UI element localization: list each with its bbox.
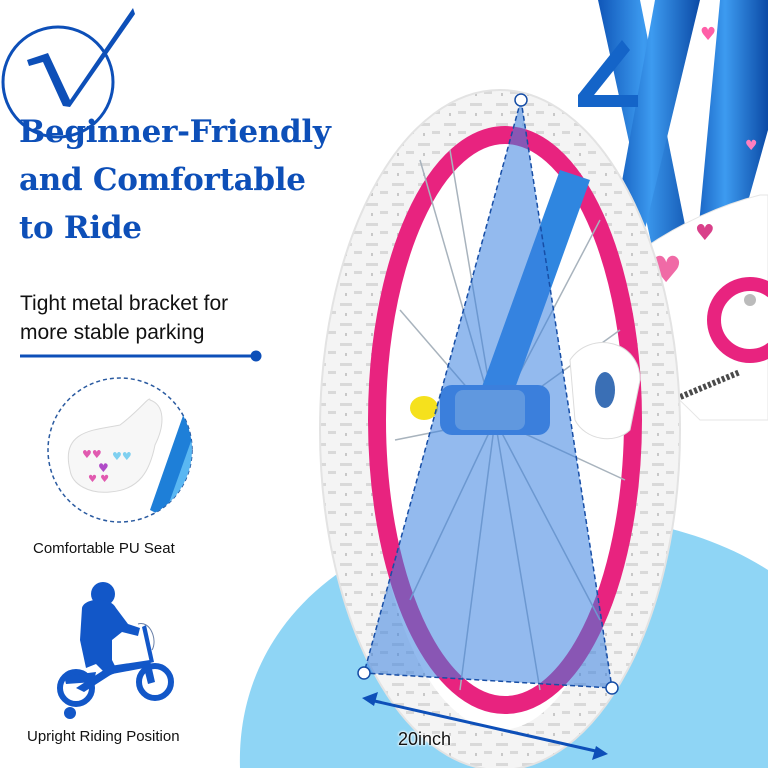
svg-text:♥: ♥ (700, 24, 716, 45)
bracket-feature-line-2: more stable parking (20, 321, 205, 344)
svg-text:♥♥: ♥♥ (82, 448, 102, 461)
seat-caption: Comfortable PU Seat (33, 540, 175, 557)
svg-text:♥: ♥ (745, 138, 758, 154)
dimension-arrow (362, 692, 608, 760)
feature-divider (20, 350, 262, 362)
measurement-overlay (357, 93, 619, 695)
measure-point-right (605, 681, 619, 695)
svg-text:♥: ♥ (695, 221, 715, 246)
svg-text:♥ ♥: ♥ ♥ (88, 474, 109, 485)
reflector-left (410, 396, 438, 420)
page-headline: Beginner-Friendly and Comfortable to Rid… (19, 108, 331, 252)
svg-text:♥: ♥ (98, 461, 109, 475)
headline-line-2: and Comfortable (19, 162, 306, 198)
riding-position-caption: Upright Riding Position (27, 728, 180, 745)
wheel-size-label: 20inch (398, 729, 452, 749)
measure-point-left (357, 666, 371, 680)
measure-point-top (514, 93, 528, 107)
svg-text:♥♥: ♥♥ (112, 450, 132, 463)
checkmark-circle-icon (1, 8, 135, 139)
bike-seat-icon: ♥♥ ♥ ♥♥ ♥ ♥ (47, 377, 193, 523)
bracket-feature-line-1: Tight metal bracket for (20, 292, 229, 315)
headline-line-3: to Ride (19, 210, 142, 246)
headline-line-1: Beginner-Friendly (19, 114, 331, 150)
child-riding-bike-icon (57, 582, 174, 719)
bracket-feature-text: Tight metal bracket for more stable park… (20, 289, 228, 347)
